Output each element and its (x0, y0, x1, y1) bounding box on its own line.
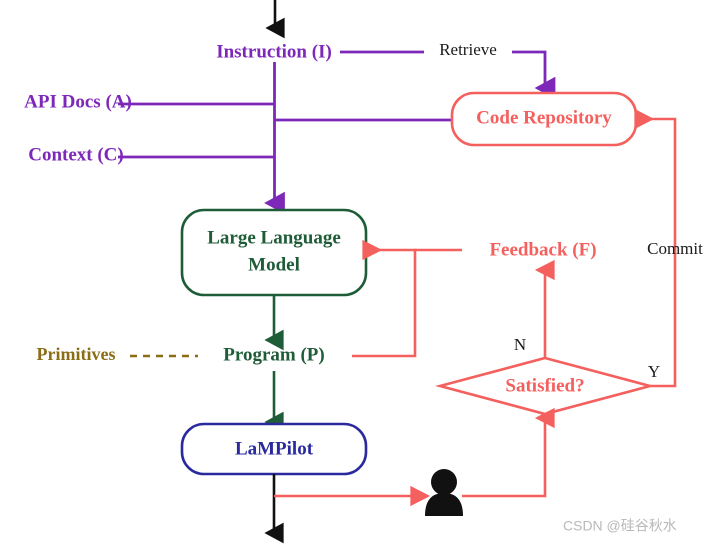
lampilot-label: LaMPilot (235, 438, 314, 459)
llm-label-line1: Large Language (207, 227, 341, 248)
api-docs-label: API Docs (A) (24, 91, 132, 112)
code-repository-label: Code Repository (476, 107, 612, 128)
large-language-model-box[interactable] (180, 208, 368, 297)
retrieve-edge-right-segment (512, 50, 556, 100)
retrieve-edge-label: Retrieve (439, 40, 497, 59)
primitives-label: Primitives (37, 344, 116, 364)
yes-branch-label: Y (648, 362, 660, 381)
llm-label-line2: Model (248, 254, 300, 275)
csdn-watermark: CSDN @硅谷秋水 (563, 518, 677, 534)
commit-edge (634, 108, 677, 388)
program-to-llm-feedback-edge (352, 239, 417, 358)
context-label: Context (C) (28, 144, 124, 165)
commit-edge-label: Commit (647, 239, 703, 258)
user-to-satisfied-edge (462, 407, 555, 498)
user-person-icon (425, 469, 463, 516)
instruction-label: Instruction (I) (216, 41, 332, 62)
no-branch-label: N (514, 335, 526, 354)
satisfied-label: Satisfied? (505, 375, 584, 396)
program-label: Program (P) (223, 344, 324, 365)
feedback-label: Feedback (F) (489, 239, 596, 260)
